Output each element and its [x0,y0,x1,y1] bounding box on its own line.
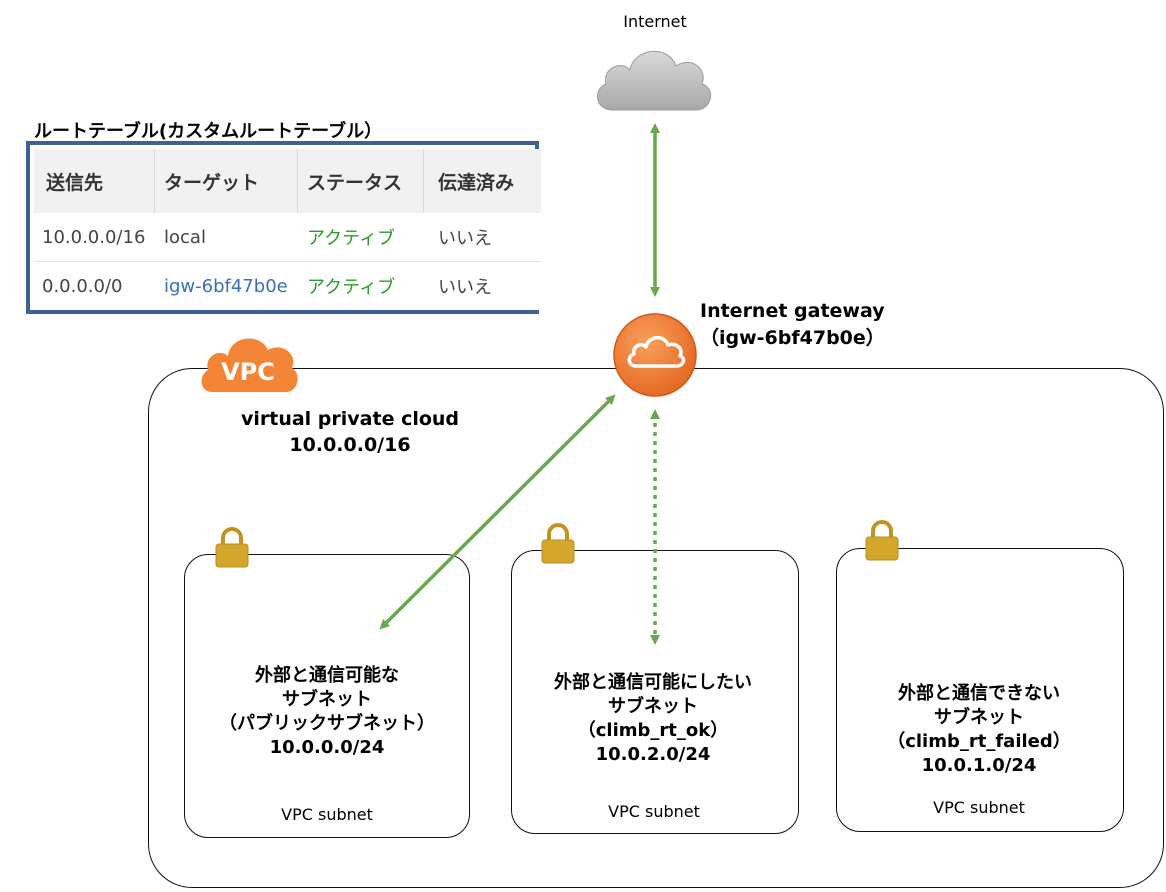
subnet-line1: 外部と通信できない [898,683,1060,704]
vpc-cloud-icon: VPC [201,338,298,392]
gateway-label: Internet gateway （igw-6bf47b0e） [700,298,885,352]
subnet-line2: サブネット [608,696,698,717]
route-table-title: ルートテーブル(カスタムルートテーブル） [34,121,383,142]
subnet-line2: サブネット [282,689,372,710]
route-table: 送信先 ターゲット ステータス 伝達済み 10.0.0.0/16 local ア… [26,141,541,314]
cell-status: アクティブ [307,277,396,298]
subnet-cidr: 10.0.2.0/24 [595,744,711,765]
cell-propagated: いいえ [438,277,492,298]
vpc-cidr: 10.0.0.0/16 [289,434,411,456]
internet-label: Internet [623,12,687,31]
vpc-badge-label: VPC [221,358,275,386]
subnet-public-description: 外部と通信可能な サブネット （パブリックサブネット） 10.0.0.0/24 [177,664,477,760]
route-table-header: 送信先 ターゲット ステータス 伝達済み [34,149,541,214]
subnet-caption: VPC subnet [281,805,373,824]
lock-icon [215,527,249,568]
column-header-destination: 送信先 [46,171,104,194]
table-row: 0.0.0.0/0 igw-6bf47b0e アクティブ いいえ [34,262,541,310]
table-row: 10.0.0.0/16 local アクティブ いいえ [34,213,541,262]
internet-cloud-icon [597,50,711,111]
subnet-cidr: 10.0.0.0/24 [269,737,385,758]
subnet-climb-rt-failed [836,548,1124,832]
subnet-cidr: 10.0.1.0/24 [921,755,1037,776]
cell-target-link[interactable]: igw-6bf47b0e [164,275,288,297]
column-header-propagated: 伝達済み [438,171,515,194]
cell-target: local [164,226,206,248]
lock-icon [541,523,575,564]
vpc-name: virtual private cloud [240,408,460,430]
gateway-id: （igw-6bf47b0e） [700,327,885,349]
subnet-caption: VPC subnet [608,802,700,821]
subnet-climb-rt-failed-description: 外部と通信できない サブネット （climb_rt_failed） 10.0.1… [829,682,1129,778]
lock-icon [865,520,899,561]
column-header-status: ステータス [307,171,403,194]
subnet-climb-rt-ok-description: 外部と通信可能にしたい サブネット （climb_rt_ok） 10.0.2.0… [503,671,803,767]
subnet-line3: （パブリックサブネット） [219,713,435,734]
cell-status: アクティブ [307,228,396,249]
cell-destination: 10.0.0.0/16 [42,226,146,248]
subnet-caption: VPC subnet [933,798,1025,817]
subnet-line2: サブネット [934,707,1024,728]
subnet-line3: （climb_rt_ok） [577,720,729,741]
cell-propagated: いいえ [438,228,492,249]
cell-destination: 0.0.0.0/0 [42,275,123,297]
gateway-name: Internet gateway [700,300,885,322]
subnet-line3: （climb_rt_failed） [887,731,1071,752]
vpc-title: virtual private cloud 10.0.0.0/16 [200,406,500,458]
column-header-target: ターゲット [164,171,260,194]
subnet-line1: 外部と通信可能な [255,665,399,686]
subnet-line1: 外部と通信可能にしたい [554,672,752,693]
internet-gateway-icon [613,313,697,397]
